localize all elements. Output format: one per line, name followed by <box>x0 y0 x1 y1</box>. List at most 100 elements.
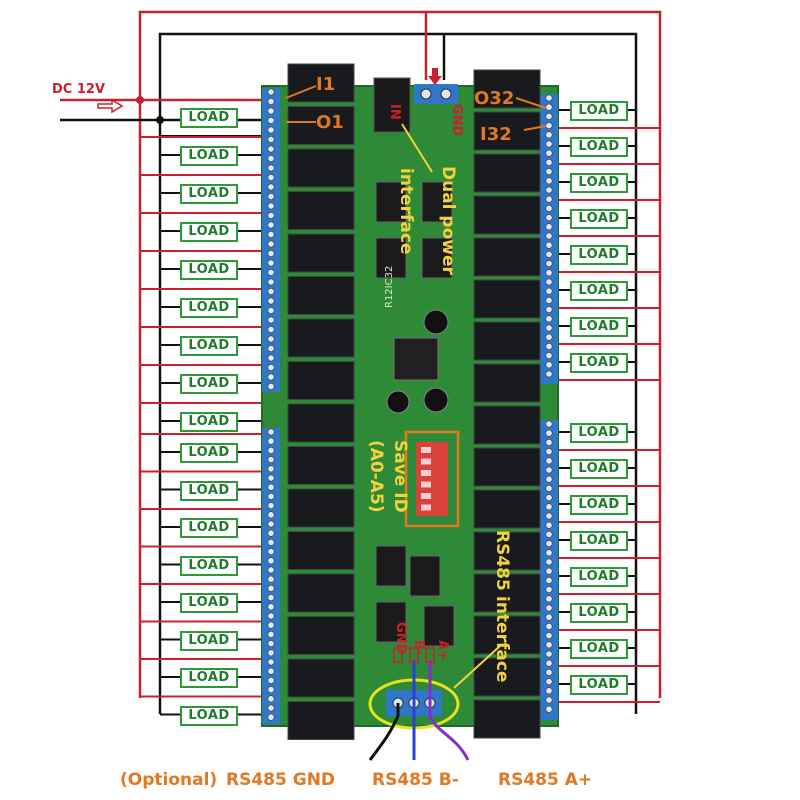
relay <box>473 195 541 235</box>
relay <box>287 658 355 698</box>
relay <box>287 191 355 230</box>
terminal-screw <box>545 512 553 520</box>
terminal-screw <box>545 370 553 378</box>
dip-switch-toggle <box>421 481 431 488</box>
terminal-screw <box>267 212 275 220</box>
terminal-screw <box>545 687 553 695</box>
relay <box>473 447 541 487</box>
load-box: LOAD <box>180 518 238 538</box>
rs485-a-label: RS485 A+ <box>498 770 593 790</box>
terminal-screw <box>545 567 553 575</box>
terminal-screw <box>267 88 275 96</box>
terminal-screw <box>267 676 275 684</box>
load-box: LOAD <box>180 630 238 651</box>
pointer-line <box>401 123 433 173</box>
junction-dot <box>156 116 164 124</box>
slave-id-range: (A0-A5) <box>366 440 386 513</box>
terminal-screw <box>545 503 553 511</box>
terminal-screw <box>545 250 553 258</box>
terminal-screw <box>267 603 275 611</box>
red-bus-wire <box>138 10 662 100</box>
ic-chip <box>375 237 407 279</box>
relay <box>287 403 355 443</box>
terminal-screw <box>267 193 275 201</box>
terminal-screw <box>545 448 553 456</box>
rs485-pin-a: A+ <box>435 640 450 661</box>
load-box: LOAD <box>180 222 238 242</box>
terminal-screw <box>267 136 275 144</box>
relay <box>473 657 541 697</box>
terminal-screw <box>545 214 553 222</box>
terminal-screw <box>545 186 553 194</box>
pointer-line <box>453 645 501 689</box>
load-box: LOAD <box>570 459 628 479</box>
relay <box>473 531 541 571</box>
capacitor <box>423 387 449 413</box>
terminal-screw <box>545 306 553 314</box>
rs485-a-wire <box>428 660 470 761</box>
load-box: LOAD <box>570 281 628 301</box>
load-box: LOAD <box>570 317 628 337</box>
terminal-screw <box>545 333 553 341</box>
terminal-screw <box>545 287 553 295</box>
relay <box>473 363 541 403</box>
load-box: LOAD <box>180 480 238 501</box>
terminal-screw <box>267 594 275 602</box>
ic-chip <box>421 237 453 279</box>
terminal-screw <box>267 297 275 305</box>
ic-chip <box>409 555 441 597</box>
terminal-screw <box>545 613 553 621</box>
pin-marker <box>425 647 435 663</box>
load-box: LOAD <box>570 423 628 443</box>
relay <box>287 446 355 485</box>
relay <box>473 321 541 361</box>
load-box: LOAD <box>180 555 238 576</box>
terminal-screw <box>545 549 553 557</box>
relay <box>287 488 355 528</box>
terminal-screw <box>545 278 553 286</box>
terminal-screw <box>545 204 553 212</box>
terminal-screw <box>545 530 553 538</box>
load-box: LOAD <box>180 298 238 318</box>
slave-id-label: Save ID <box>390 440 410 513</box>
terminal-screw <box>267 621 275 629</box>
terminal-screw <box>545 420 553 428</box>
relay <box>287 148 355 188</box>
terminal-screw <box>545 177 553 185</box>
relay <box>473 153 541 193</box>
terminal-screw <box>267 278 275 286</box>
terminal-screw <box>545 659 553 667</box>
load-box: LOAD <box>570 567 628 587</box>
terminal-screw <box>545 494 553 502</box>
relay <box>287 276 355 315</box>
rs485-gnd-wire <box>368 703 400 761</box>
relay <box>473 111 541 151</box>
terminal-screw <box>267 202 275 210</box>
terminal-screw <box>545 595 553 603</box>
ic-chip <box>423 605 455 647</box>
load-box: LOAD <box>570 603 628 623</box>
dc-power-label: DC 12V <box>52 82 106 97</box>
rs485-gnd-label: RS485 GND <box>226 770 336 790</box>
terminal-screw <box>440 88 452 100</box>
load-box: LOAD <box>570 137 628 157</box>
terminal-screw <box>545 604 553 612</box>
terminal-label-o1: O1 <box>316 112 344 133</box>
terminal-screw <box>545 223 553 231</box>
left-terminal-strip <box>262 88 280 392</box>
terminal-screw <box>267 107 275 115</box>
load-box: LOAD <box>570 495 628 515</box>
load-box: LOAD <box>180 146 238 166</box>
terminal-screw <box>267 335 275 343</box>
terminal-screw <box>267 612 275 620</box>
ic-chip <box>375 181 407 223</box>
rs485-b-label: RS485 B- <box>372 770 459 790</box>
dip-switch-toggle <box>421 493 431 499</box>
terminal-screw <box>267 649 275 657</box>
terminal-screw <box>267 437 275 445</box>
terminal-screw <box>545 122 553 130</box>
rs485-pin-b: B- <box>411 640 426 656</box>
pointer-line <box>515 97 547 109</box>
terminal-screw <box>267 382 275 390</box>
